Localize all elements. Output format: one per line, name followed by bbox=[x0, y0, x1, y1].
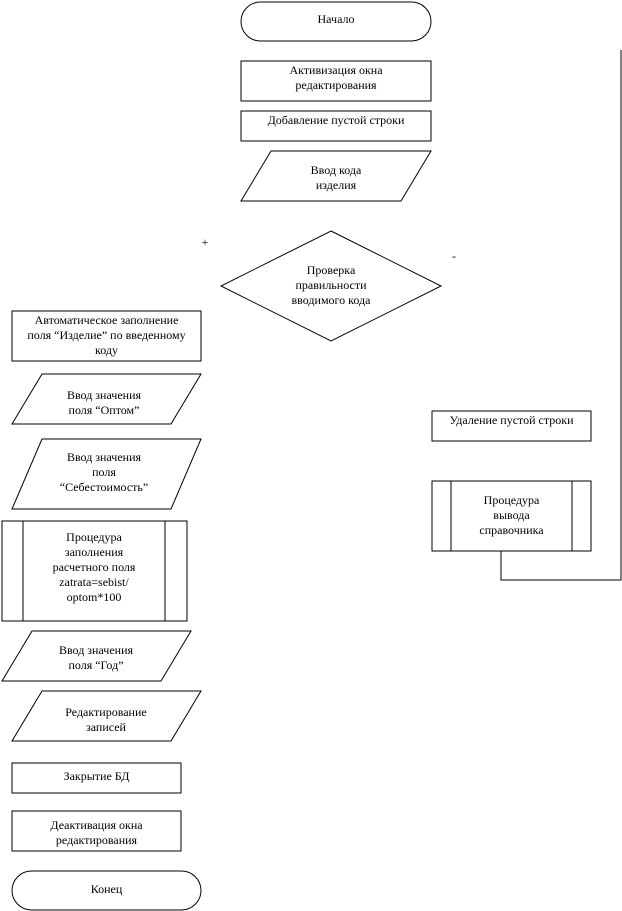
activate-window-process-shape bbox=[240, 60, 432, 102]
input-wholesale-label: Ввод значения поля “Оптом” bbox=[66, 388, 142, 417]
end-label: Конец bbox=[90, 882, 123, 896]
start-terminator-shape bbox=[240, 1, 432, 42]
autofill-item-process-shape bbox=[11, 310, 202, 362]
check-code-label: Проверка правильности вводимого кода bbox=[291, 263, 371, 307]
deactivate-window-label: Деактивация окна редактирования bbox=[50, 818, 143, 847]
delete-empty-row-process-shape bbox=[431, 410, 592, 442]
input-wholesale-io-shape bbox=[11, 373, 202, 425]
directory-procedure-shape bbox=[431, 480, 592, 552]
directory-procedure-label: Процедура вывода справочника bbox=[479, 493, 544, 537]
edit-records-label: Редактирование записей bbox=[65, 705, 147, 734]
start-label: Начало bbox=[317, 12, 355, 26]
branch-no-label: - bbox=[452, 249, 456, 263]
close-db-label: Закрытие БД bbox=[63, 769, 130, 783]
input-cost-io-shape bbox=[11, 438, 202, 510]
calc-procedure-shape bbox=[1, 520, 188, 622]
input-year-io-shape bbox=[1, 630, 192, 682]
calc-procedure-label: Процедура заполнения расчетного поля zat… bbox=[52, 530, 136, 604]
input-code-io-shape bbox=[240, 150, 432, 202]
edit-records-io-shape bbox=[11, 690, 202, 742]
input-cost-label: Ввод значения поля “Себестоимость” bbox=[59, 450, 149, 494]
check-code-decision-shape bbox=[219, 230, 443, 342]
autofill-item-label: Автоматическое заполнение поля “Изделие”… bbox=[27, 313, 186, 357]
add-empty-row-process-shape bbox=[240, 110, 432, 142]
activate-window-label: Активизация окна редактирования bbox=[289, 63, 383, 92]
input-code-label: Ввод кода изделия bbox=[310, 163, 362, 192]
input-year-label: Ввод значения поля “Год” bbox=[58, 643, 134, 672]
branch-yes-label: + bbox=[201, 235, 209, 249]
add-empty-row-label: Добавление пустой строки bbox=[267, 113, 405, 127]
loop-back-connector bbox=[500, 50, 622, 581]
delete-empty-row-label: Удаление пустой строки bbox=[449, 413, 574, 427]
close-db-process-shape bbox=[11, 762, 182, 794]
end-terminator-shape bbox=[11, 870, 202, 911]
deactivate-window-process-shape bbox=[11, 810, 182, 852]
